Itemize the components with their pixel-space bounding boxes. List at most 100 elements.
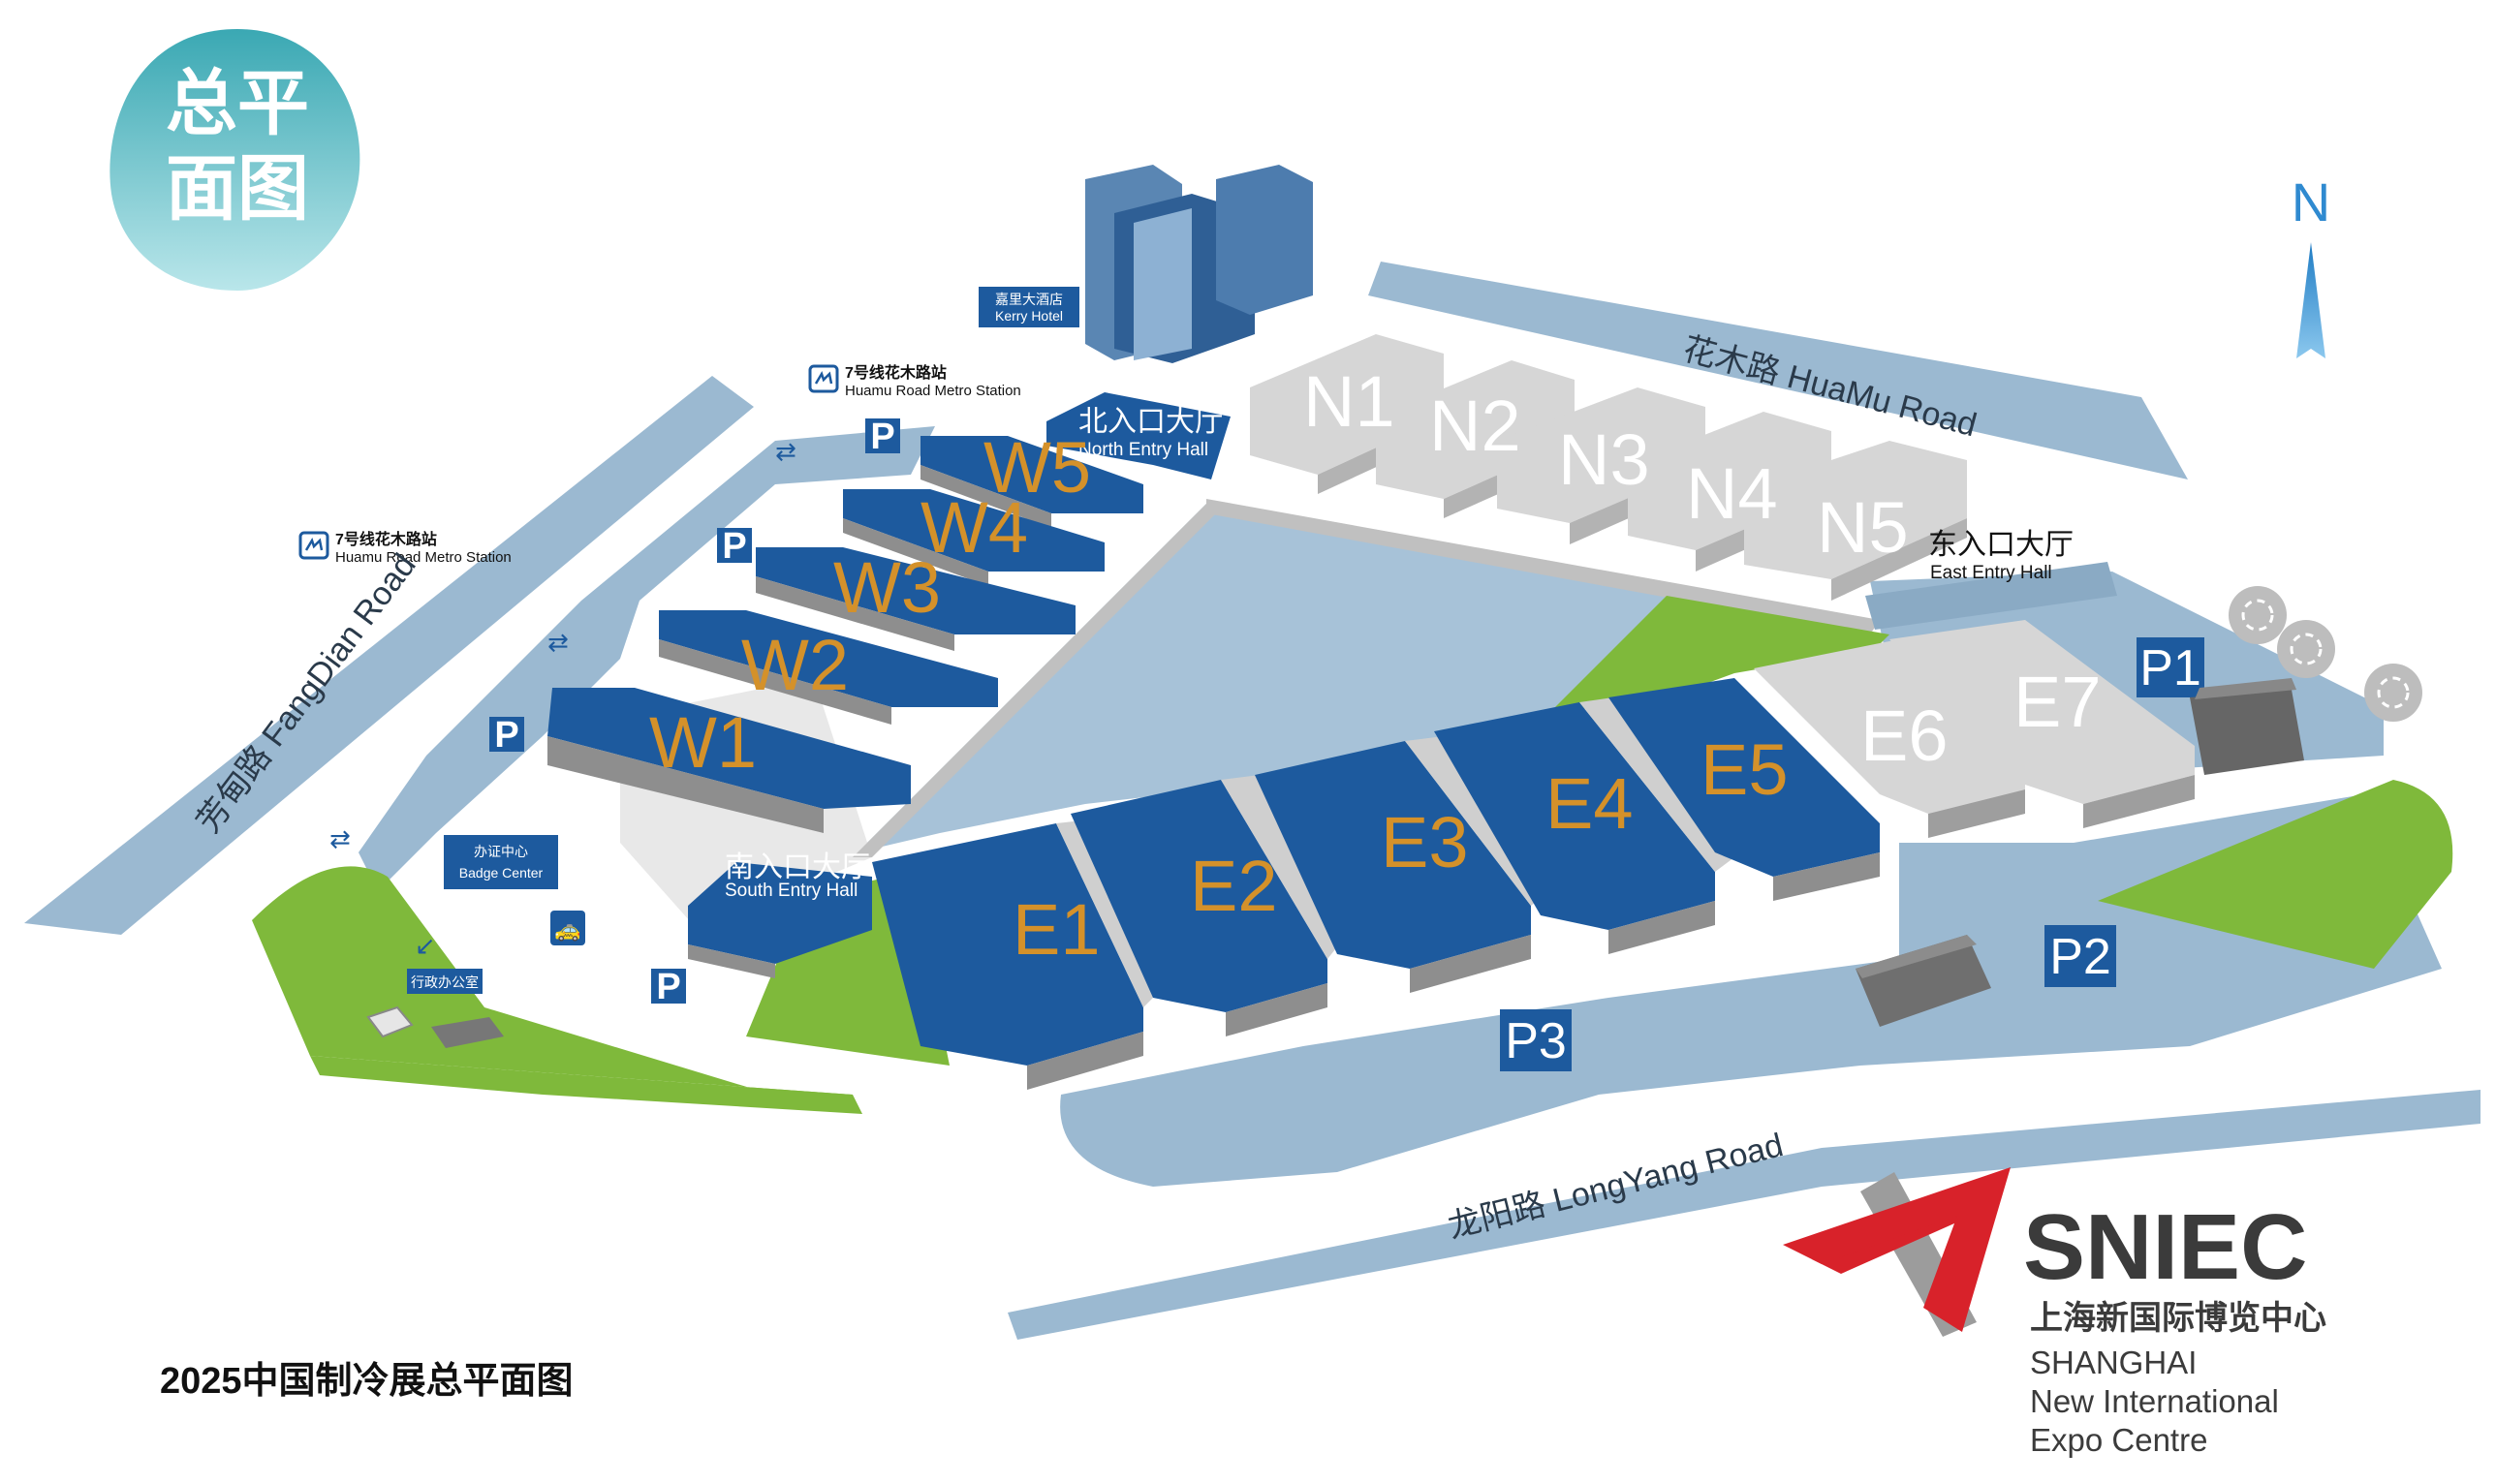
north-walkway (1206, 499, 1880, 634)
hall-e4[interactable] (1434, 697, 1734, 954)
metro-left-en: Huamu Road Metro Station (335, 549, 512, 566)
map-title-badge: 总平 面图 (109, 29, 360, 291)
metro-top-cn: 7号线花木路站 (845, 363, 947, 382)
parking-sign[interactable]: P (717, 526, 752, 567)
map-caption: 2025中国制冷展总平面图 (160, 1361, 574, 1402)
kerry-hotel: 嘉里大酒店 Kerry Hotel (979, 165, 1313, 363)
fangdian-road (24, 376, 754, 935)
grass-northeast (1555, 596, 1889, 712)
two-way-arrow-icon: ⇄ (329, 824, 351, 853)
hall-label-e7: E7 (2013, 662, 2102, 742)
hall-label-w4: W4 (920, 487, 1028, 568)
metro-left[interactable]: 7号线花木路站 Huamu Road Metro Station (298, 530, 512, 566)
sniec-cn: 上海新国际博览中心 (2030, 1300, 2326, 1337)
two-way-arrow-icon: ⇄ (547, 628, 569, 657)
grass-admin (310, 1056, 862, 1114)
kerry-hotel-cn: 嘉里大酒店 (995, 292, 1063, 307)
svg-text:P3: P3 (1505, 1013, 1567, 1069)
direction-arrows: ⇄ ⇄ ⇄ ↙ (329, 437, 796, 960)
svg-text:P: P (870, 417, 894, 457)
taxi-stand[interactable]: 🚕 (550, 911, 585, 945)
hall-w5[interactable] (920, 436, 1143, 528)
parking-sign[interactable]: P (651, 967, 686, 1007)
west-walkway (853, 504, 1226, 857)
hall-label-w5: W5 (983, 427, 1091, 508)
north-entry[interactable]: 北入口大厅 North Entry Hall (1046, 392, 1231, 479)
north-compass: N (2292, 171, 2330, 358)
hall-label-e3: E3 (1381, 802, 1469, 882)
badge-center-cn: 办证中心 (474, 844, 528, 859)
p1-area (1856, 586, 2422, 1027)
svg-text:P: P (722, 526, 746, 567)
p3-road (1060, 794, 2442, 1187)
parking-p2[interactable]: P2 (2044, 925, 2116, 987)
hall-w3[interactable] (756, 547, 1076, 651)
sniec-name: SNIEC (2023, 1195, 2307, 1299)
hall-label-e1: E1 (1013, 889, 1101, 970)
sniec-logo-mark (1783, 1167, 2011, 1337)
hall-label-e6: E6 (1860, 696, 1949, 776)
parking-p1[interactable]: P1 (2137, 637, 2204, 697)
west-road (359, 426, 935, 891)
svg-text:P: P (656, 967, 680, 1007)
hall-labels: W1 W2 W3 W4 W5 N1 N2 N3 N4 N5 E1 E2 E3 E… (649, 361, 2102, 970)
metro-top[interactable]: 7号线花木路站 Huamu Road Metro Station (808, 363, 1021, 399)
kerry-hotel-sign (979, 287, 1079, 327)
parking-sign[interactable]: P (865, 417, 900, 457)
north-halls (1250, 334, 1967, 601)
east-entry[interactable]: 东入口大厅 East Entry Hall (1865, 529, 2117, 630)
badge-center-en: Badge Center (459, 865, 544, 881)
sniec-en2: New International (2030, 1383, 2279, 1419)
metro-top-en: Huamu Road Metro Station (845, 383, 1021, 399)
arrow-down-left-icon: ↙ (415, 931, 436, 960)
grass-southwest (252, 866, 853, 1104)
compass-label: N (2292, 171, 2330, 232)
south-entry-cn: 南入口大厅 (725, 851, 870, 883)
hall-e6[interactable] (1754, 639, 2025, 838)
badge-center[interactable]: 办证中心 Badge Center (444, 835, 558, 889)
kerry-hotel-en: Kerry Hotel (995, 308, 1063, 324)
huamu-road (1368, 262, 2188, 479)
hall-e7[interactable] (1889, 620, 2195, 828)
hall-n5[interactable] (1744, 441, 1967, 601)
hall-label-w2: W2 (741, 625, 849, 705)
metro-icon (814, 371, 833, 385)
east-entry-cn: 东入口大厅 (1928, 529, 2074, 561)
hall-label-w3: W3 (833, 547, 941, 628)
west-halls (547, 436, 1143, 833)
metro-left-cn: 7号线花木路站 (335, 530, 437, 548)
admin-office-label: 行政办公室 (411, 974, 479, 990)
hall-label-n2: N2 (1429, 386, 1521, 466)
hall-w4[interactable] (843, 489, 1105, 586)
hall-e2[interactable] (1071, 775, 1347, 1036)
hall-label-e2: E2 (1190, 846, 1278, 926)
taxi-icon: 🚕 (554, 917, 580, 942)
hall-label-e5: E5 (1700, 729, 1789, 810)
hall-label-e4: E4 (1545, 763, 1634, 844)
svg-text:P2: P2 (2049, 929, 2111, 985)
hall-e5[interactable] (1608, 678, 1880, 901)
south-entry[interactable]: 南入口大厅 South Entry Hall (688, 851, 872, 978)
sniec-en1: SHANGHAI (2030, 1345, 2197, 1380)
central-plaza (858, 504, 1754, 852)
hall-label-n3: N3 (1558, 419, 1650, 500)
east-halls (872, 620, 2195, 1090)
parking-p3[interactable]: P3 (1500, 1009, 1572, 1071)
badge-line2: 面图 (166, 148, 309, 229)
metro-icon (304, 538, 324, 551)
south-entry-en: South Entry Hall (725, 881, 858, 901)
north-entry-en: North Entry Hall (1078, 440, 1208, 460)
hall-label-w1: W1 (649, 702, 757, 783)
hall-w1[interactable] (547, 688, 911, 833)
badge-line1: 总平 (166, 63, 309, 143)
north-entry-cn: 北入口大厅 (1078, 406, 1224, 438)
svg-text:P: P (494, 715, 518, 756)
parking-signs: P P P P P1 P2 P3 (489, 417, 2204, 1071)
hall-w2[interactable] (659, 610, 998, 725)
admin-office[interactable]: 行政办公室 (366, 969, 504, 1048)
grass-east (2098, 780, 2453, 969)
parking-sign[interactable]: P (489, 715, 524, 756)
hall-label-n4: N4 (1686, 453, 1778, 534)
east-entry-en: East Entry Hall (1930, 563, 2052, 583)
